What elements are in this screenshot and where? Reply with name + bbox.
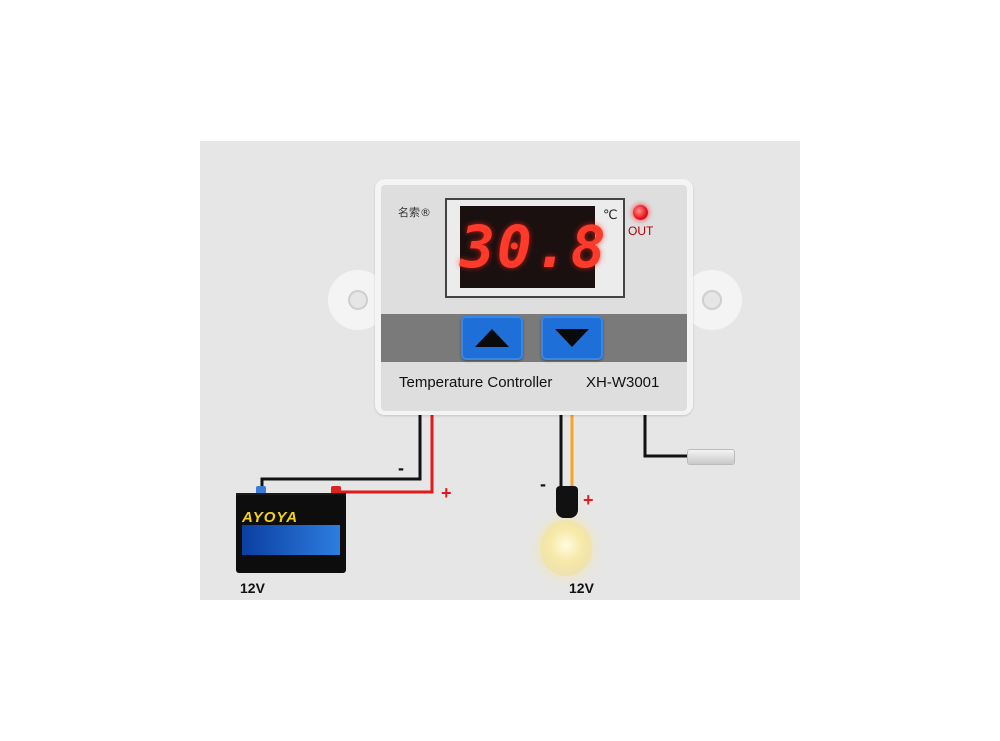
output-indicator-led [633, 205, 648, 220]
up-button[interactable] [461, 316, 523, 360]
lamp-positive-sign: + [583, 490, 594, 510]
led-display [460, 206, 595, 288]
model-number-caption: XH-W3001 [586, 374, 660, 391]
output-indicator-label: OUT [628, 224, 654, 238]
light-bulb-socket [556, 486, 578, 518]
celsius-unit: ℃ [603, 208, 618, 223]
temperature-readout: 30.8 [460, 213, 608, 281]
battery-brand: AYOYA [242, 509, 299, 526]
sensor-wire [643, 410, 690, 458]
lamp-negative-sign: - [540, 474, 546, 494]
brand-label: 名索® [398, 206, 431, 219]
light-bulb [540, 520, 592, 576]
battery-positive-wire [336, 410, 434, 494]
temperature-sensor-probe [688, 450, 734, 464]
battery-positive-terminal [331, 486, 341, 494]
device-name-caption: Temperature Controller [399, 374, 553, 391]
battery-negative-terminal [256, 486, 266, 494]
battery-negative-wire [260, 410, 422, 488]
battery-label-stripe [242, 525, 340, 555]
battery-positive-sign: + [441, 483, 452, 503]
battery-negative-sign: - [398, 458, 404, 478]
triangle-up-icon [475, 329, 509, 347]
lamp-voltage-label: 12V [569, 580, 594, 596]
triangle-down-icon [555, 329, 589, 347]
button-band [381, 314, 687, 362]
battery-voltage-label: 12V [240, 580, 265, 596]
down-button[interactable] [541, 316, 603, 360]
